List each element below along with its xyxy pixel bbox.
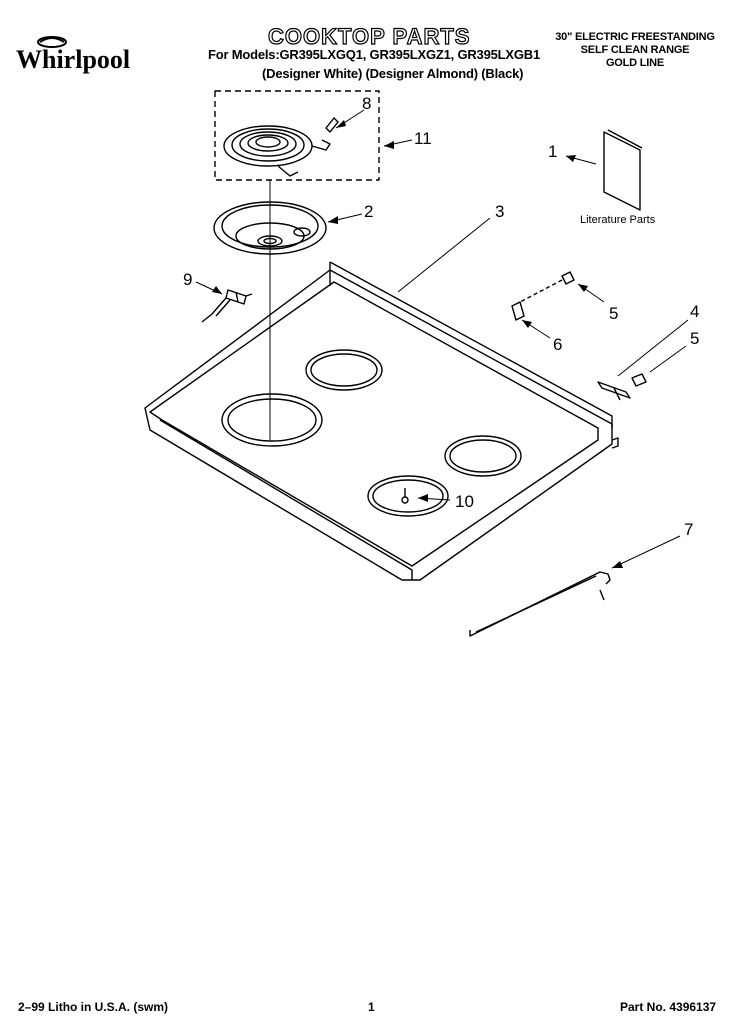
finishes-line: (Designer White) (Designer Almond) (Blac… bbox=[262, 66, 524, 81]
coil-element-drawing bbox=[223, 117, 339, 177]
callout-2: 2 bbox=[364, 202, 374, 221]
logo-wordmark: Whirlpool bbox=[16, 45, 130, 74]
arrowheads bbox=[212, 120, 623, 568]
callout-5-lower: 5 bbox=[690, 329, 700, 348]
literature-booklet-drawing bbox=[603, 129, 643, 211]
literature-parts-label: Literature Parts bbox=[580, 214, 656, 226]
callout-1: 1 bbox=[548, 142, 558, 161]
callout-4: 4 bbox=[690, 302, 700, 321]
spec-line-2: SELF CLEAN RANGE bbox=[580, 44, 690, 56]
callout-11: 11 bbox=[414, 129, 432, 148]
page-title: COOKTOP PARTS bbox=[267, 23, 471, 49]
cooktop-drawing bbox=[144, 261, 619, 581]
bracket-drawing bbox=[597, 373, 647, 401]
callout-3: 3 bbox=[495, 202, 505, 221]
spec-line-1: 30" ELECTRIC FREESTANDING bbox=[555, 31, 715, 43]
models-line: For Models:GR395LXGQ1, GR395LXGZ1, GR395… bbox=[208, 47, 540, 62]
footer-part-number: Part No. 4396137 bbox=[620, 1000, 717, 1014]
callout-9: 9 bbox=[183, 270, 193, 289]
screw-and-clip-drawing bbox=[511, 271, 575, 321]
callout-5-upper: 5 bbox=[609, 304, 619, 323]
product-spec: 30" ELECTRIC FREESTANDING SELF CLEAN RAN… bbox=[540, 31, 730, 70]
callout-8: 8 bbox=[362, 94, 372, 113]
spec-line-3: GOLD LINE bbox=[605, 57, 665, 69]
surface-element-assembly-box bbox=[214, 90, 380, 181]
footer-litho: 2–99 Litho in U.S.A. (swm) bbox=[18, 1000, 169, 1014]
whirlpool-logo: Whirlpool bbox=[16, 36, 130, 74]
callout-6: 6 bbox=[553, 335, 563, 354]
rear-wire-drawing bbox=[469, 571, 611, 637]
footer-page-number: 1 bbox=[368, 1000, 375, 1014]
callout-10: 10 bbox=[455, 492, 474, 511]
terminal-block-drawing bbox=[201, 289, 253, 323]
screw-10-drawing bbox=[401, 488, 409, 504]
callout-7: 7 bbox=[684, 520, 694, 539]
